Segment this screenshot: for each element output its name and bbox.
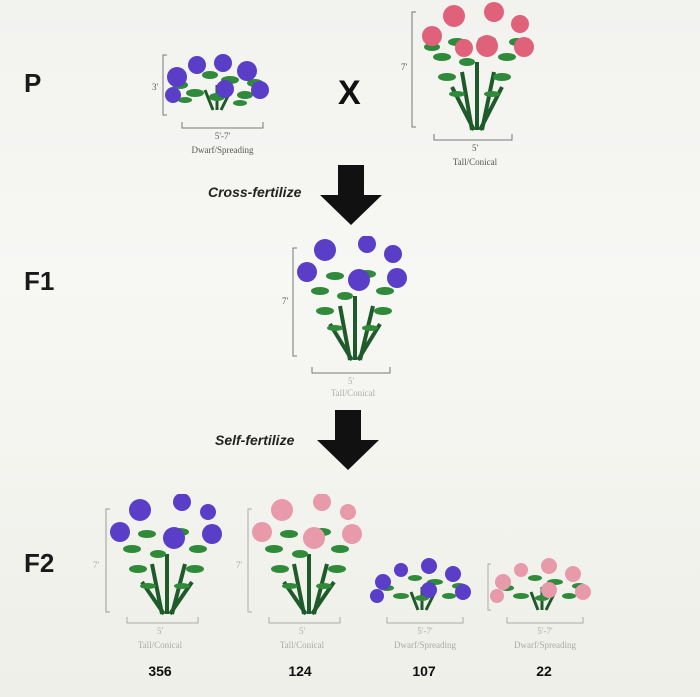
height-label: 7': [93, 560, 100, 570]
plant-type-label: Dwarf/Spreading: [514, 640, 576, 650]
down-arrow-icon: [315, 410, 381, 477]
width-bracket: [432, 132, 514, 142]
width-bracket: [180, 120, 265, 130]
generation-label-f2: F2: [24, 548, 55, 578]
plant-f2-tall-purple: [100, 494, 235, 619]
generation-label-f1: F1: [24, 266, 55, 296]
self-fertilize-label: Self-fertilize: [215, 432, 295, 448]
width-bracket: [125, 615, 200, 625]
width-bracket: [505, 615, 585, 625]
width-label: 5': [471, 143, 479, 153]
plant-type-label: Tall/Conical: [452, 157, 498, 167]
plant-f2-tall-pink: [242, 494, 377, 619]
width-label: 5'-7': [417, 626, 433, 636]
cross-fertilize-label: Cross-fertilize: [208, 184, 302, 200]
plant-p-tall-pink: [402, 2, 542, 137]
plant-type-label: Dwarf/Spreading: [191, 145, 254, 155]
plant-type-label: Tall/Conical: [330, 388, 376, 398]
plant-f2-dwarf-purple: [365, 552, 480, 617]
plant-f2-dwarf-pink: [485, 552, 600, 617]
width-bracket: [310, 365, 392, 375]
width-label: 5': [347, 376, 355, 386]
generation-label-p: P: [24, 68, 42, 98]
down-arrow-icon: [318, 165, 384, 232]
count-dwarf-purple: 107: [412, 663, 436, 679]
count-tall-purple: 356: [148, 663, 172, 679]
height-label: 7': [282, 296, 289, 306]
plant-type-label: Tall/Conical: [279, 640, 325, 650]
count-dwarf-pink: 22: [536, 663, 552, 679]
cross-symbol: X: [338, 74, 361, 112]
width-bracket: [267, 615, 342, 625]
plant-p-dwarf-purple: [155, 45, 280, 125]
width-label: 5'-7': [537, 626, 553, 636]
height-label: 3': [152, 82, 159, 92]
width-label: 5'-7': [214, 131, 231, 141]
width-label: 5': [298, 626, 306, 636]
height-label: 7': [236, 560, 243, 570]
plant-f1-tall-purple: [285, 236, 420, 366]
count-tall-pink: 124: [288, 663, 312, 679]
width-bracket: [385, 615, 465, 625]
plant-type-label: Tall/Conical: [137, 640, 183, 650]
height-label: 7': [401, 62, 408, 72]
width-label: 5': [156, 626, 164, 636]
plant-type-label: Dwarf/Spreading: [394, 640, 456, 650]
